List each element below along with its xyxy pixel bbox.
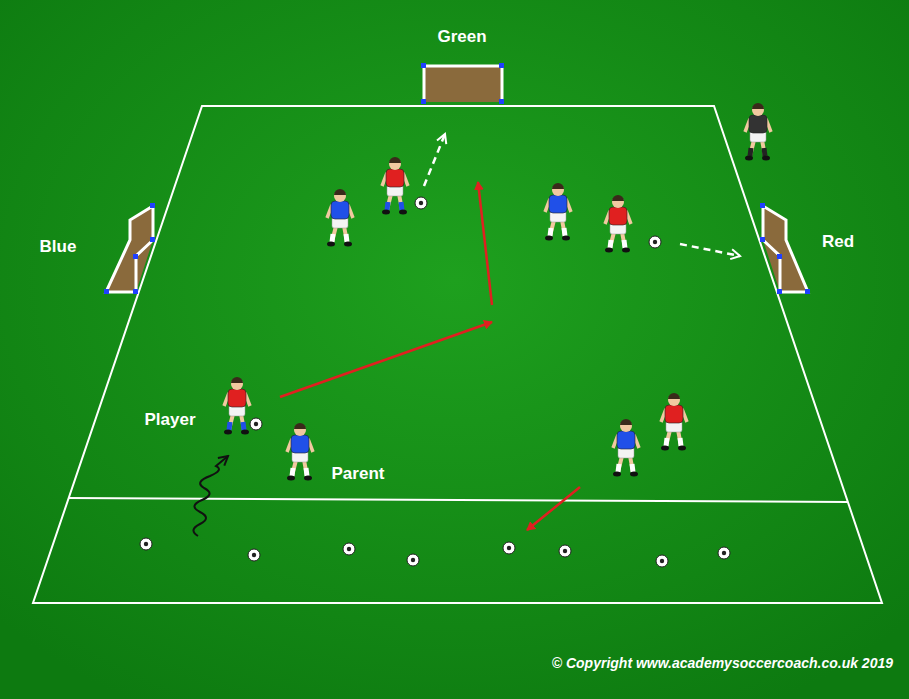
player-figure [382,157,408,215]
ball [559,545,571,557]
role-label: Parent [332,465,385,484]
ball [649,236,661,248]
goal-label: Blue [40,238,77,257]
movement-arrows [193,134,740,536]
ball [503,542,515,554]
ball [248,549,260,561]
ball [718,547,730,559]
player-figure [661,393,687,451]
ball [656,555,668,567]
ball [140,538,152,550]
players-and-balls [140,103,771,567]
player-figure [613,419,639,477]
player-figure [605,195,631,253]
player-figure [224,377,250,435]
ball [343,543,355,555]
player-figure [287,423,313,481]
ball [250,418,262,430]
player-figure [327,189,353,247]
ball [415,197,427,209]
player-figure [745,103,771,161]
copyright-note: © Copyright www.academysoccercoach.co.uk… [552,656,893,671]
player-figure [545,183,571,241]
goal-label: Red [822,233,854,252]
ball [407,554,419,566]
goal-green [421,63,504,104]
goal-blue [104,203,155,294]
goal-red [760,203,810,294]
goal-label: Green [437,28,486,47]
pitch-lines [33,106,882,603]
role-label: Player [144,411,195,430]
